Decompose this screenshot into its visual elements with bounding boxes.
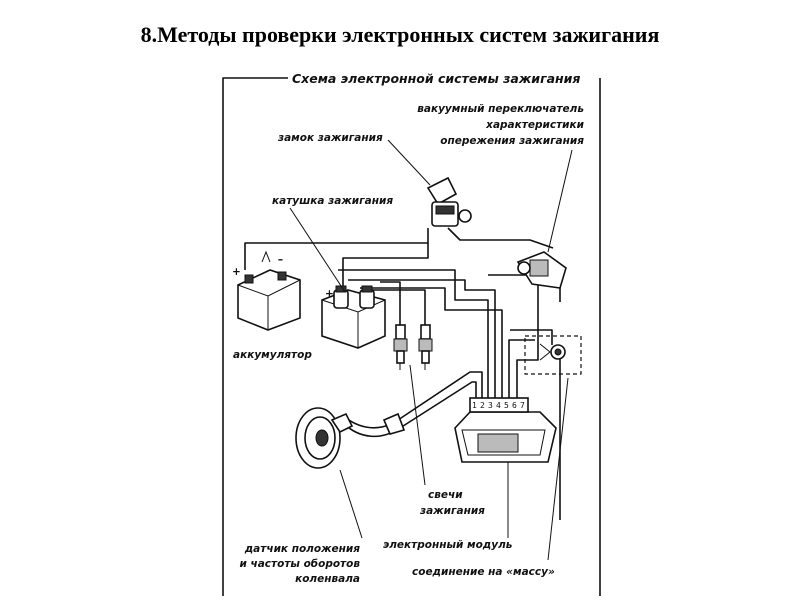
diagram-frame: Схема электронной системы зажигания bbox=[222, 71, 601, 596]
module-pin: 4 bbox=[496, 401, 501, 410]
slide-title: 8.Методы проверки электронных систем заж… bbox=[140, 22, 660, 47]
frame-title: Схема электронной системы зажигания bbox=[292, 71, 580, 86]
ignition-lock-label: замок зажигания bbox=[277, 132, 383, 144]
spark-plug-2 bbox=[418, 324, 433, 370]
coil-plus-terminal: + bbox=[325, 288, 334, 300]
ignition-lock bbox=[426, 176, 472, 227]
crank-sensor-label-line1: датчик положения bbox=[244, 543, 361, 555]
electronic-module-label: электронный модуль bbox=[383, 539, 513, 551]
battery-plus-terminal: + bbox=[232, 266, 241, 278]
module-pin: 6 bbox=[512, 401, 517, 410]
wiring bbox=[244, 227, 561, 520]
module-pin: 3 bbox=[488, 401, 493, 410]
spark-plugs-label-line1: свечи bbox=[428, 489, 463, 501]
leader-lines bbox=[289, 139, 573, 561]
ignition-coil: + bbox=[321, 285, 386, 349]
module-pin: 2 bbox=[480, 401, 485, 410]
battery-minus-terminal: – bbox=[278, 254, 283, 266]
module-pin: 5 bbox=[504, 401, 509, 410]
crank-sensor-label-line3: коленвала bbox=[295, 573, 360, 585]
ground-connection-box bbox=[524, 335, 582, 375]
vacuum-switch-label-line2: характеристики bbox=[485, 119, 584, 131]
module-pin: 7 bbox=[520, 401, 525, 410]
crank-position-sensor bbox=[295, 407, 406, 469]
vacuum-switch bbox=[516, 251, 567, 289]
ignition-coil-label: катушка зажигания bbox=[272, 195, 393, 207]
vacuum-switch-label-line1: вакуумный переключатель bbox=[417, 103, 584, 115]
battery: + – bbox=[232, 250, 301, 331]
module-pins: 1 2 3 4 5 6 7 bbox=[472, 401, 525, 410]
electronic-module: 1 2 3 4 5 6 7 bbox=[454, 397, 557, 463]
ground-connection-label: соединение на «массу» bbox=[412, 566, 555, 578]
spark-plug-1 bbox=[393, 324, 408, 370]
crank-sensor-label-line2: и частоты оборотов bbox=[240, 558, 361, 570]
diagram-labels: замок зажигания вакуумный переключатель … bbox=[233, 103, 585, 585]
battery-label: аккумулятор bbox=[233, 349, 312, 361]
module-pin: 1 bbox=[472, 401, 477, 410]
vacuum-switch-label-line3: опережения зажигания bbox=[440, 135, 584, 147]
ground-connector bbox=[539, 343, 566, 361]
spark-plugs-label-line2: зажигания bbox=[419, 505, 485, 517]
